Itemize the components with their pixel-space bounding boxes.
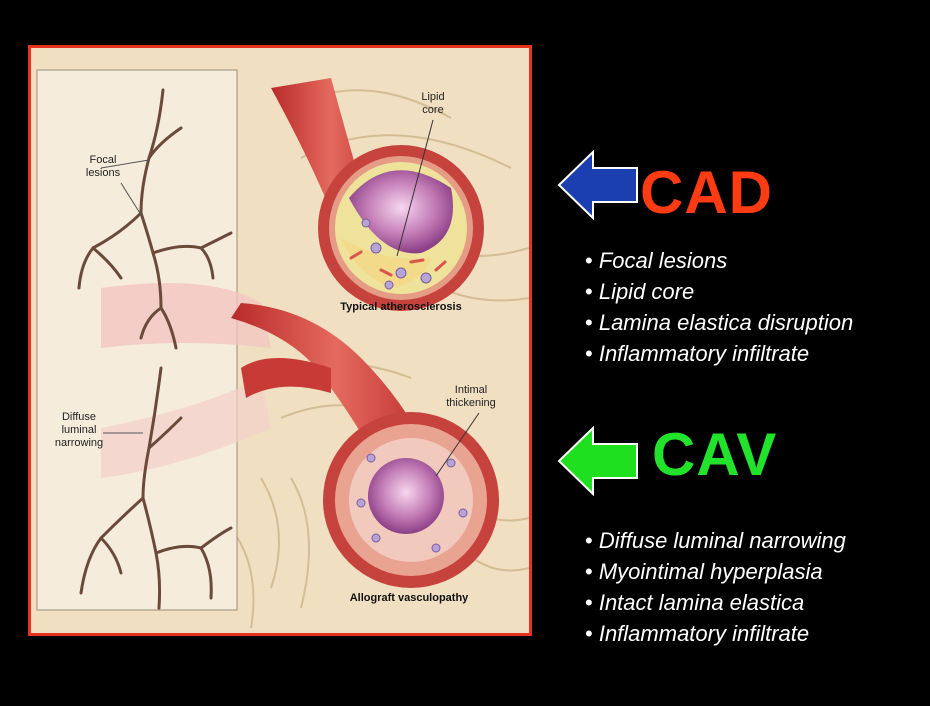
svg-text:Diffuse: Diffuse (62, 411, 96, 423)
green-arrow-left-icon (557, 426, 639, 496)
svg-text:luminal: luminal (62, 424, 97, 436)
svg-text:thickening: thickening (446, 397, 496, 409)
list-item: Myointimal hyperplasia (585, 556, 846, 587)
caption-typical-atherosclerosis: Typical atherosclerosis (340, 301, 461, 313)
cad-heading: CAD (640, 163, 773, 223)
label-diffuse-luminal-narrowing: Diffuse luminal narrowing (55, 411, 103, 449)
list-item: Diffuse luminal narrowing (585, 525, 846, 556)
list-item: Lipid core (585, 276, 853, 307)
cav-feature-list: Diffuse luminal narrowing Myointimal hyp… (585, 525, 846, 649)
list-item: Inflammatory infiltrate (585, 618, 846, 649)
cad-feature-list: Focal lesions Lipid core Lamina elastica… (585, 245, 853, 369)
vasculopathy-cross-section (323, 412, 499, 588)
illustration-frame: Focal lesions Lipid core Diffuse luminal… (28, 45, 532, 636)
artery-illustration: Focal lesions Lipid core Diffuse luminal… (31, 48, 529, 633)
label-focal-lesions: Focal lesions (86, 154, 121, 179)
svg-text:Focal: Focal (90, 154, 117, 166)
list-item: Inflammatory infiltrate (585, 338, 853, 369)
svg-text:lesions: lesions (86, 167, 121, 179)
cav-heading: CAV (652, 425, 777, 485)
svg-text:narrowing: narrowing (55, 437, 103, 449)
label-lipid-core: Lipid core (421, 91, 444, 116)
svg-text:core: core (422, 104, 443, 116)
blue-arrow-left-icon (557, 150, 639, 220)
list-item: Intact lamina elastica (585, 587, 846, 618)
caption-allograft-vasculopathy: Allograft vasculopathy (350, 592, 469, 604)
svg-text:Lipid: Lipid (421, 91, 444, 103)
list-item: Focal lesions (585, 245, 853, 276)
svg-text:Intimal: Intimal (455, 384, 487, 396)
list-item: Lamina elastica disruption (585, 307, 853, 338)
